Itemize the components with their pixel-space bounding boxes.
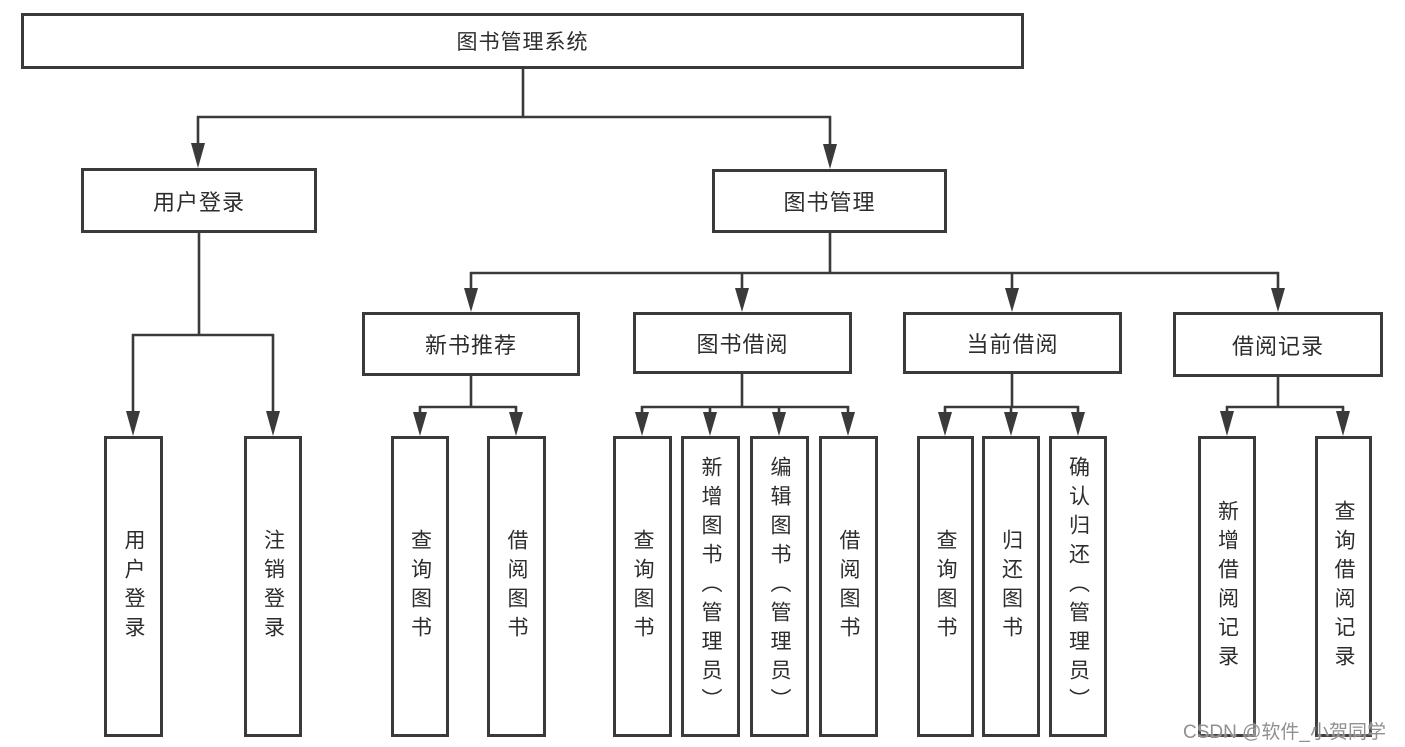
node-book-borrowing: 图书借阅: [633, 312, 852, 374]
node-library-management-system: 图书管理系统: [21, 13, 1024, 69]
node-label: 当前借阅: [966, 332, 1059, 357]
node-label: 借阅图书: [837, 528, 860, 645]
node-user-login-leaf: 用户登录: [104, 436, 163, 737]
node-label: 查询图书: [408, 528, 432, 645]
node-label: 新增图书（管理员）: [699, 456, 722, 717]
node-add-borrow-record: 新增借阅记录: [1198, 436, 1256, 737]
node-label: 查询借阅记录: [1332, 499, 1355, 674]
node-borrow-books-recommend: 借阅图书: [487, 436, 546, 737]
node-label: 用户登录: [152, 189, 245, 215]
node-query-books-borrowing: 查询图书: [613, 436, 672, 737]
node-query-books-current: 查询图书: [917, 436, 974, 737]
node-label: 借阅图书: [505, 528, 528, 645]
node-user-login-branch: 用户登录: [81, 168, 317, 233]
node-label: 新增借阅记录: [1215, 499, 1239, 674]
node-query-borrow-record: 查询借阅记录: [1315, 436, 1372, 737]
node-borrowing-records: 借阅记录: [1173, 312, 1383, 377]
node-current-borrowing: 当前借阅: [903, 312, 1122, 374]
node-label: 图书管理系统: [456, 31, 589, 54]
node-label: 归还图书: [999, 528, 1023, 645]
node-label: 编辑图书（管理员）: [768, 456, 791, 717]
node-label: 注销登录: [261, 528, 285, 645]
node-new-book-recommend: 新书推荐: [362, 312, 580, 376]
node-borrow-books-leaf: 借阅图书: [819, 436, 878, 737]
node-label: 查询图书: [631, 528, 654, 645]
node-label: 新书推荐: [424, 333, 517, 358]
node-query-books-recommend: 查询图书: [391, 436, 449, 737]
node-confirm-return-admin: 确认归还（管理员）: [1049, 436, 1107, 737]
node-label: 图书管理: [783, 190, 876, 215]
node-label: 查询图书: [934, 528, 957, 645]
node-add-books-admin: 新增图书（管理员）: [681, 436, 740, 737]
node-label: 图书借阅: [696, 332, 789, 357]
node-label: 用户登录: [122, 528, 145, 645]
node-book-management-branch: 图书管理: [712, 169, 947, 233]
node-return-books: 归还图书: [982, 436, 1040, 737]
node-logout: 注销登录: [244, 436, 302, 737]
node-edit-books-admin: 编辑图书（管理员）: [750, 436, 809, 737]
node-label: 借阅记录: [1231, 333, 1324, 359]
csdn-watermark: CSDN @软件_小贺同学: [1183, 722, 1386, 743]
node-label: 确认归还（管理员）: [1066, 456, 1090, 717]
